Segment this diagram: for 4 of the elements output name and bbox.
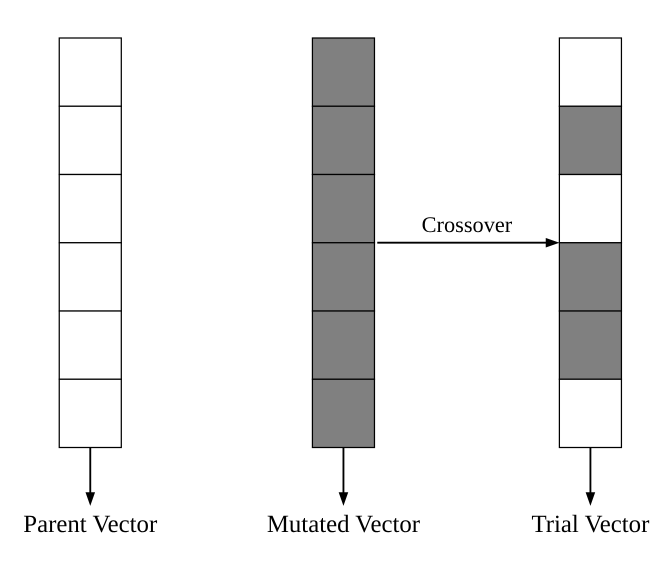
- edge-label: Crossover: [422, 212, 512, 238]
- node-text: Parent Vector: [23, 510, 158, 538]
- node-text: Trial Vector: [531, 510, 650, 538]
- node-text: Mutated Vector: [266, 510, 420, 538]
